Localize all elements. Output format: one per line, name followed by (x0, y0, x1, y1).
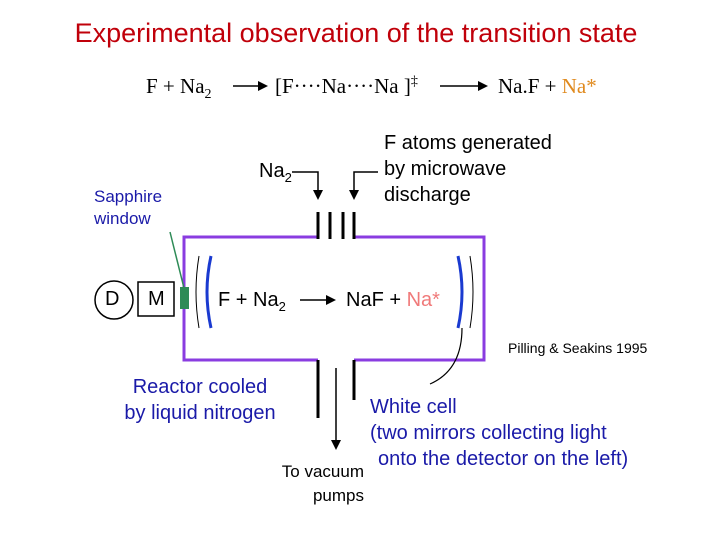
reaction-reactants: F + Na2 (146, 74, 212, 103)
sapphire-pointer (169, 231, 185, 289)
monochromator-box (137, 281, 175, 317)
white-cell-label: White cell (two mirrors collecting light… (370, 396, 629, 470)
reactor-wall-right (354, 235, 486, 362)
sapphire-label: Sapphire window (94, 187, 163, 228)
white-cell-pointer (429, 327, 463, 385)
reactor-label: Reactor cooled by liquid nitrogen (124, 376, 276, 424)
f-atoms-label: F atoms generated by microwave discharge (384, 132, 552, 206)
inner-reactants: F + Na2 (218, 289, 286, 314)
sapphire-window (180, 287, 189, 309)
vacuum-label: To vacuum pumps (281, 462, 364, 505)
na2-inlet-label: Na2 (259, 160, 292, 185)
monochromator-label: M (148, 288, 165, 310)
detector-label: D (105, 288, 120, 310)
detector-circle (94, 280, 134, 320)
reaction-transition-state: [F····Na····Na ]‡ (275, 74, 418, 98)
inner-products: NaF + Na* (346, 289, 440, 311)
reaction-products: Na.F + Na* (498, 74, 597, 98)
right-mirror (456, 255, 464, 329)
left-mirror-edge (195, 255, 200, 329)
f-inlet-arrow (349, 171, 378, 200)
na2-inlet-arrow (292, 171, 323, 200)
right-mirror-edge (469, 255, 474, 329)
page-title: Experimental observation of the transiti… (74, 18, 638, 48)
citation: Pilling & Seakins 1995 (508, 340, 648, 356)
left-mirror (205, 255, 213, 329)
